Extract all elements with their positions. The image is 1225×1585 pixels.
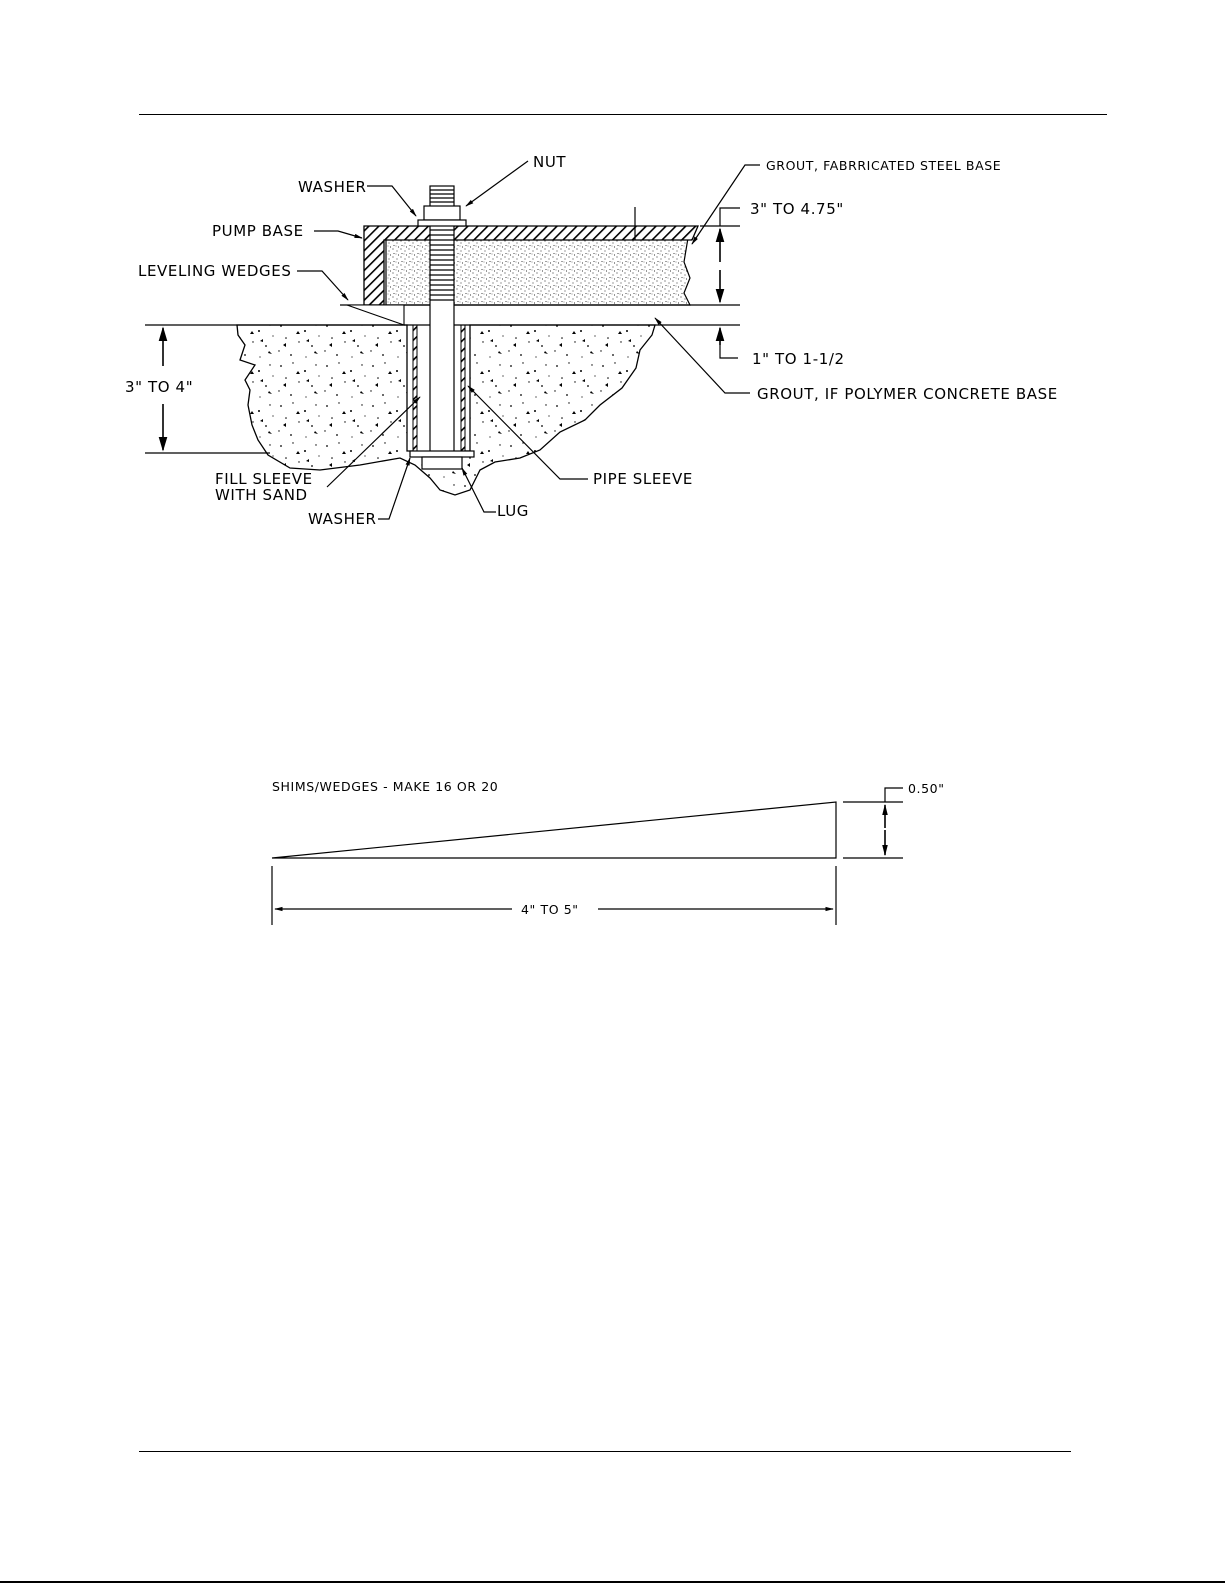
pipe-sleeve-label: PIPE SLEEVE [593, 470, 693, 488]
anchor-bolt [430, 186, 454, 461]
nut-label: NUT [533, 153, 566, 171]
shim-title: SHIMS/WEDGES - MAKE 16 OR 20 [272, 779, 498, 794]
fill-sleeve-label-2: WITH SAND [215, 486, 308, 504]
grout-polymer-label: GROUT, IF POLYMER CONCRETE BASE [757, 385, 1058, 403]
pump-base-label: PUMP BASE [212, 222, 304, 240]
dim-height-label: 0.50" [908, 781, 945, 796]
anchor-bolt-detail: 3" TO 4" 3" TO 4.75" 1" TO 1-1/2 NUT WAS… [125, 153, 1058, 528]
nut [424, 206, 460, 220]
leveling-wedges-label: LEVELING WEDGES [138, 262, 291, 280]
leveling-wedge [347, 305, 404, 325]
washer-bottom [410, 451, 474, 457]
washer-bottom-label: WASHER [308, 510, 377, 528]
grout-steel-label: GROUT, FABRRICATED STEEL BASE [766, 158, 1001, 173]
dim-length-label: 4" TO 5" [521, 902, 579, 917]
washer-top-label: WASHER [298, 178, 367, 196]
lug-label: LUG [497, 502, 529, 520]
shim-wedge [272, 802, 836, 858]
pipe-sleeve [413, 325, 417, 451]
shim-wedge-detail: SHIMS/WEDGES - MAKE 16 OR 20 0.50" 4" TO… [272, 779, 945, 925]
washer-top [418, 220, 466, 226]
dim-top-label: 3" TO 4.75" [750, 200, 844, 218]
dim-grout-label: 1" TO 1-1/2 [752, 350, 845, 368]
page-bottom-edge [0, 1581, 1225, 1583]
footer-rule [139, 1451, 1071, 1452]
dim-left-label: 3" TO 4" [125, 378, 193, 396]
lug [422, 457, 462, 469]
